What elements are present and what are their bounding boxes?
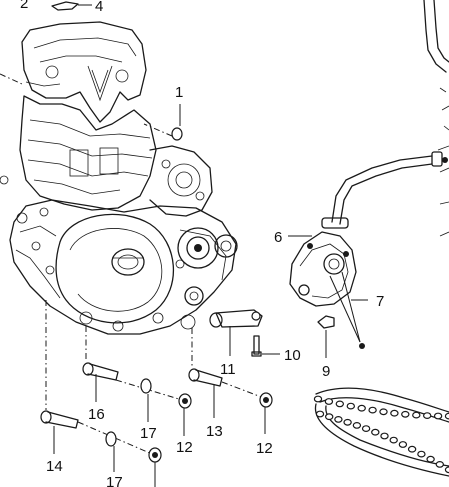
part-9-clip xyxy=(317,315,335,358)
chain-link xyxy=(398,441,408,448)
part-7-bolts xyxy=(329,271,368,349)
part-6-sprocket-cover xyxy=(288,231,357,307)
chain-link xyxy=(444,412,449,420)
chain-link xyxy=(417,450,426,458)
engine-assembly xyxy=(0,21,238,335)
callout-12-right: 12 xyxy=(256,440,273,457)
callout-2: 2 xyxy=(20,0,28,12)
right-side-cover xyxy=(149,145,213,217)
chain-link xyxy=(380,432,389,440)
callout-4: 4 xyxy=(95,0,103,15)
cylinder-block xyxy=(19,95,157,211)
chain-link xyxy=(435,461,444,468)
callout-10: 10 xyxy=(284,347,301,364)
part-11-bracket xyxy=(209,309,263,356)
chain-link xyxy=(401,410,410,418)
crankcase xyxy=(9,199,237,335)
chain-link xyxy=(334,416,343,423)
callout-labels: 2 4 1 6 7 9 10 11 16 17 12 13 12 14 17 xyxy=(20,0,384,487)
chain-link xyxy=(407,445,417,453)
chain-link xyxy=(379,408,388,416)
chain-link xyxy=(426,455,435,463)
radiator-hoses xyxy=(423,0,449,237)
part-10-screw xyxy=(251,335,280,357)
chain-link xyxy=(371,428,380,436)
chain-link xyxy=(357,404,366,412)
chain-link xyxy=(346,402,355,410)
callout-6: 6 xyxy=(274,229,282,246)
part-13-bolt xyxy=(188,368,223,418)
chain-link xyxy=(324,398,334,405)
callout-16: 16 xyxy=(88,406,105,423)
chain-link xyxy=(368,406,377,414)
clutch-cover xyxy=(55,213,175,324)
chain-link xyxy=(361,425,371,433)
chain-link xyxy=(433,412,443,420)
chain-link xyxy=(444,466,449,474)
part-16-bolt xyxy=(82,362,119,402)
drive-sprocket-area xyxy=(177,227,238,306)
callout-9: 9 xyxy=(322,363,330,380)
chain-link xyxy=(412,411,421,419)
dashed-guides xyxy=(0,73,265,455)
part-1-bolt xyxy=(143,104,183,141)
part-12-nut-a xyxy=(178,393,192,436)
part-12-nut-b xyxy=(259,392,273,434)
part-4-breather xyxy=(51,1,92,11)
chain-link xyxy=(313,395,323,403)
callout-17-lower: 17 xyxy=(106,474,123,487)
chain-link xyxy=(352,422,362,429)
callout-1: 1 xyxy=(175,84,183,101)
callout-11: 11 xyxy=(220,361,236,378)
callout-13: 13 xyxy=(206,423,223,440)
chain-link xyxy=(315,410,325,418)
chain-link xyxy=(423,412,432,420)
callout-17-upper: 17 xyxy=(140,425,157,442)
chain-link xyxy=(389,436,398,444)
cylinder-head-cover xyxy=(21,21,147,123)
callout-7: 7 xyxy=(376,293,384,310)
crankcase-bolts xyxy=(0,175,196,332)
part-17-washer-a xyxy=(140,378,152,422)
chain-link xyxy=(390,409,399,417)
callout-12-left: 12 xyxy=(176,439,193,456)
part-14-bolt xyxy=(40,410,79,454)
chain-link xyxy=(325,413,334,421)
chain-link xyxy=(335,400,344,408)
part-17-washer-b xyxy=(105,431,117,472)
cable-hose xyxy=(321,151,448,229)
chain-link xyxy=(343,418,352,426)
callout-14: 14 xyxy=(46,458,63,475)
part-12-nut-c xyxy=(148,447,162,487)
drive-chain xyxy=(313,387,449,477)
